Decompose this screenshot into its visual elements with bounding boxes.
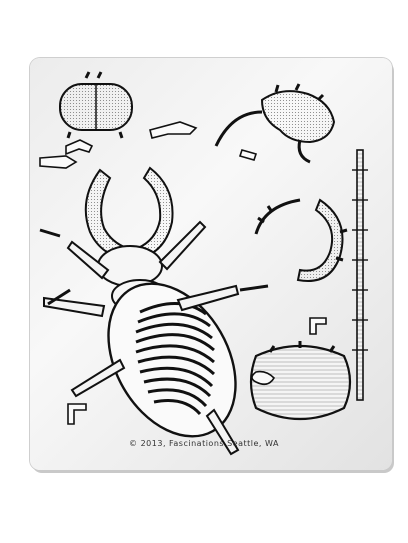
head-piece [214,83,336,164]
ring-piece [254,198,348,282]
connector-piece [39,155,78,169]
connector-piece [149,121,198,139]
bracket-piece [67,403,87,425]
beetle-main-body [39,166,269,456]
elytra-piece [59,71,133,139]
antenna-piece [352,149,368,401]
bracket-piece [309,317,327,335]
connector-piece [65,139,94,156]
bracket-piece [238,149,258,161]
pronotum-piece [249,341,352,421]
copyright-text: © 2013, Fascinations Seattle, WA [129,439,279,448]
